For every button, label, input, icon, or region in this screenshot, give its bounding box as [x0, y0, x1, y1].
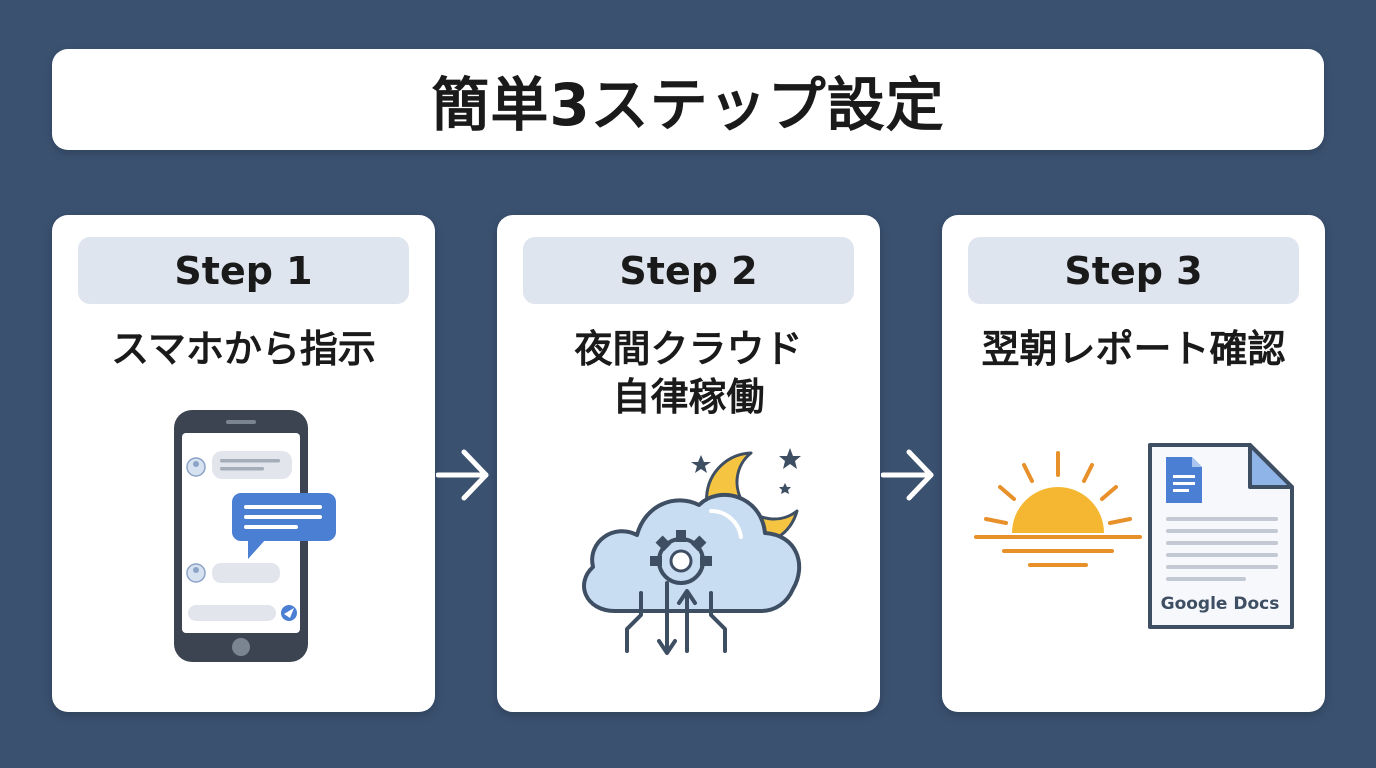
step-desc-2: 夜間クラウド 自律稼働: [497, 325, 880, 421]
step-desc-2-line-1: 夜間クラウド: [574, 327, 803, 371]
step-desc-1-line-1: スマホから指示: [111, 327, 376, 371]
google-docs-label: Google Docs: [1161, 594, 1280, 614]
sunrise-icon: [974, 451, 1142, 567]
step-desc-1: スマホから指示: [52, 325, 435, 373]
google-docs-icon: Google Docs: [1148, 443, 1294, 629]
step-card-2: Step 2 夜間クラウド 自律稼働: [497, 215, 880, 712]
step-card-3: Step 3 翌朝レポート確認: [942, 215, 1325, 712]
step-desc-3-line-1: 翌朝レポート確認: [981, 327, 1286, 371]
step-desc-2-line-2: 自律稼働: [612, 375, 765, 419]
smartphone-chat-icon: [174, 410, 336, 662]
right-arrow-icon: [436, 449, 489, 501]
page-title: 簡単3ステップ設定: [431, 70, 945, 139]
step-desc-3: 翌朝レポート確認: [942, 325, 1325, 373]
title-banner: 簡単3ステップ設定: [52, 49, 1324, 150]
cloud-gear-moon-icon: [582, 448, 802, 655]
right-arrow-icon: [881, 449, 934, 501]
step-label-1: Step 1: [78, 237, 409, 304]
step-label-2: Step 2: [523, 237, 854, 304]
step-card-1: Step 1 スマホから指示: [52, 215, 435, 712]
step-label-3: Step 3: [968, 237, 1299, 304]
